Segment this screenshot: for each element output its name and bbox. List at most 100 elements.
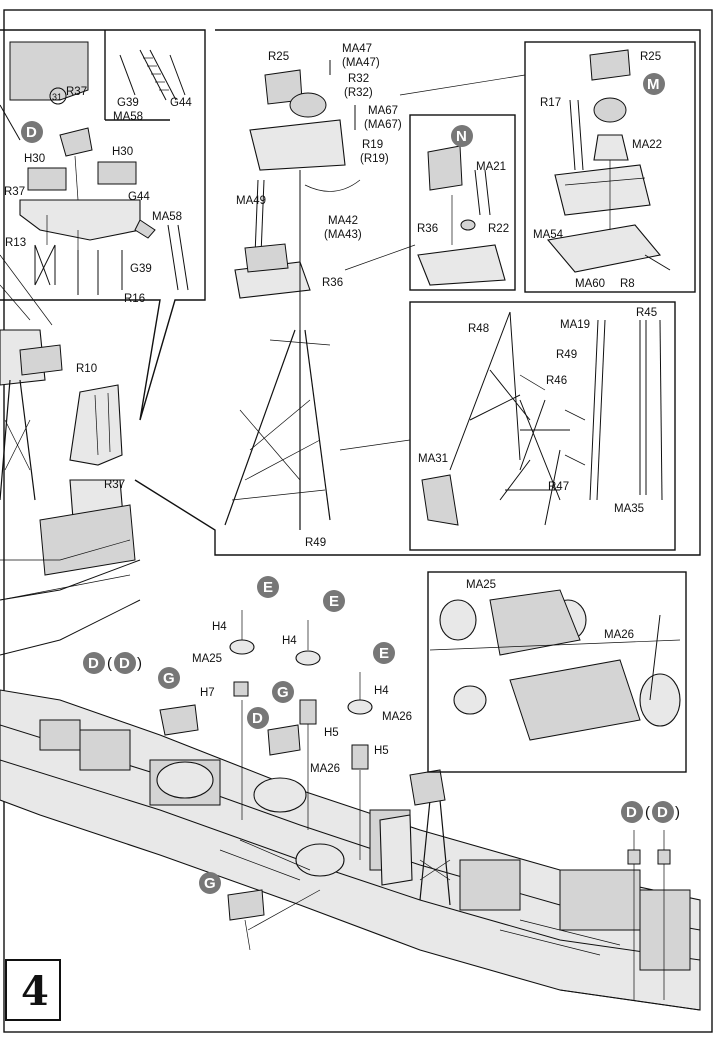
label-r19: R19 (362, 139, 383, 151)
label-r16: R16 (124, 293, 145, 305)
badge-g-3: G (199, 872, 221, 894)
label-r22: R22 (488, 223, 509, 235)
label-ma58: MA58 (152, 211, 182, 223)
svg-text:E: E (379, 645, 389, 662)
label-h30-b: H30 (112, 146, 133, 158)
badge-n: N (451, 125, 473, 147)
label-h4-a: H4 (212, 621, 227, 633)
inset-ladder (119, 49, 186, 101)
svg-text:G: G (277, 684, 289, 701)
label-r32-paren: (R32) (344, 87, 373, 99)
label-h4-c: H4 (374, 685, 389, 697)
page-border (3, 9, 713, 1033)
badge-d-right: D ( D ) (621, 801, 680, 823)
label-g39: G39 (130, 263, 152, 275)
label-aa-ma25: MA25 (466, 579, 496, 591)
badge-d-top: D (21, 121, 43, 143)
label-r8: R8 (620, 278, 635, 290)
svg-text:G: G (163, 670, 175, 687)
svg-text:M: M (647, 76, 660, 93)
label-ma21: MA21 (476, 161, 506, 173)
forward-tower (0, 329, 136, 601)
label-ma26-b: MA26 (382, 711, 412, 723)
svg-text:E: E (329, 593, 339, 610)
label-g44: G44 (128, 191, 150, 203)
label-ma19: MA19 (560, 319, 590, 331)
circle-callout (49, 87, 67, 105)
inset-m (524, 41, 696, 293)
label-aa-ma26: MA26 (604, 629, 634, 641)
label-ma35: MA35 (614, 503, 644, 515)
inset-n (409, 114, 516, 291)
label-ma54: MA54 (533, 229, 564, 241)
inset-top-left (0, 29, 206, 421)
step-number-box: 4 (5, 959, 61, 1021)
label-r13: R13 (5, 237, 26, 249)
svg-text:E: E (263, 579, 273, 596)
label-r48: R48 (468, 323, 489, 335)
badge-e-3: E (373, 642, 395, 664)
label-h5-b: H5 (374, 745, 389, 757)
svg-text:D: D (626, 804, 637, 821)
badge-e-2: E (323, 590, 345, 612)
svg-text:D: D (119, 655, 130, 672)
label-r10: R10 (76, 363, 97, 375)
label-r37-callout: R37 (66, 86, 87, 98)
badge-d-mid: D (247, 707, 269, 729)
label-ladder-g39: G39 (117, 97, 139, 109)
label-h30-a: H30 (24, 153, 45, 165)
label-m-r25: R25 (640, 51, 661, 63)
label-r46: R46 (546, 375, 567, 387)
hull-mast (409, 769, 451, 906)
label-ladder-g44: G44 (170, 97, 192, 109)
label-lattice-r49: R49 (556, 349, 577, 361)
label-hull-ma25: MA25 (192, 653, 222, 665)
badge-g-2: G (272, 681, 294, 703)
badge-m: M (643, 73, 665, 95)
badge-g-1: G (158, 667, 180, 689)
label-ma42: MA42 (328, 215, 358, 227)
label-r32: R32 (348, 73, 369, 85)
badge-d-left: D ( D ) (83, 652, 142, 674)
label-ma67: MA67 (368, 105, 398, 117)
label-r17: R17 (540, 97, 561, 109)
label-ma43-paren: (MA43) (324, 229, 362, 241)
svg-text:D: D (88, 655, 99, 672)
label-circle-31: 31 (52, 92, 62, 102)
ship-hull (0, 559, 701, 1011)
label-ma47: MA47 (342, 43, 372, 55)
svg-text:D: D (26, 124, 37, 141)
svg-text:): ) (137, 655, 142, 672)
svg-text:D: D (252, 710, 263, 727)
label-r45: R45 (636, 307, 657, 319)
inset-aa-guns (427, 571, 687, 773)
svg-text:): ) (675, 804, 680, 821)
label-hull-r37: R37 (104, 479, 125, 491)
svg-text:G: G (204, 875, 216, 892)
label-r37: R37 (4, 186, 25, 198)
label-n-r36: R36 (417, 223, 438, 235)
label-r36: R36 (322, 277, 343, 289)
inset-lattice (409, 301, 676, 551)
label-r25: R25 (268, 51, 289, 63)
step-number: 4 (21, 968, 49, 1015)
label-ma31: MA31 (418, 453, 448, 465)
label-r19-paren: (R19) (360, 153, 389, 165)
svg-text:(: ( (645, 804, 650, 821)
label-h4-b: H4 (282, 635, 297, 647)
label-ma67-paren: (MA67) (364, 119, 402, 131)
label-ma49: MA49 (236, 195, 266, 207)
inset-mast (134, 29, 701, 556)
label-r49: R49 (305, 537, 326, 549)
label-ma60: MA60 (575, 278, 605, 290)
label-r47: R47 (548, 481, 569, 493)
label-ladder-ma58: MA58 (113, 111, 143, 123)
label-ma26-a: MA26 (310, 763, 340, 775)
label-ma47-paren: (MA47) (342, 57, 380, 69)
badge-e-1: E (257, 576, 279, 598)
hull-gun-parts (159, 610, 671, 1000)
svg-text:N: N (456, 128, 467, 145)
label-ma22: MA22 (632, 139, 662, 151)
svg-text:(: ( (107, 655, 112, 672)
